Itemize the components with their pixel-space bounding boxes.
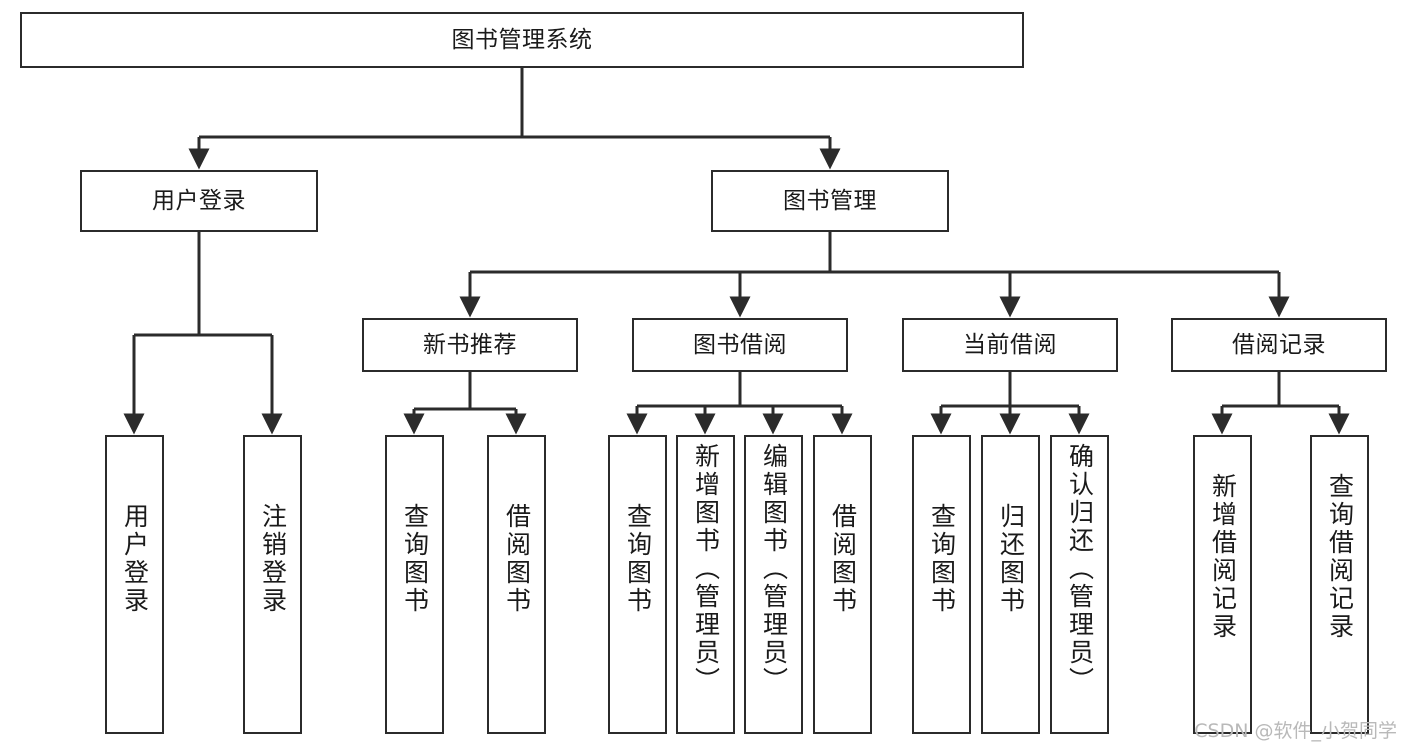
node-label: 借阅记录 bbox=[1232, 331, 1326, 358]
watermark-text: CSDN @软件_小贺同学 bbox=[1194, 720, 1397, 742]
leaf-book-borrow-borrow-book[interactable]: 借阅图书 bbox=[813, 435, 872, 734]
node-label: 当前借阅 bbox=[963, 331, 1057, 358]
leaf-user-login-logout[interactable]: 注销登录 bbox=[243, 435, 302, 734]
node-label: 用户登录 bbox=[120, 503, 150, 615]
node-label: 查询借阅记录 bbox=[1325, 473, 1355, 641]
leaf-current-borrow-return-book[interactable]: 归还图书 bbox=[981, 435, 1040, 734]
leaf-new-book-borrow-book[interactable]: 借阅图书 bbox=[487, 435, 546, 734]
node-label: 用户登录 bbox=[152, 187, 246, 214]
leaf-book-borrow-query-book[interactable]: 查询图书 bbox=[608, 435, 667, 734]
node-label: 确认归还（管理员） bbox=[1065, 443, 1095, 695]
leaf-book-borrow-add-book-admin[interactable]: 新增图书（管理员） bbox=[676, 435, 735, 734]
node-label: 借阅图书 bbox=[828, 503, 858, 615]
node-label: 图书管理 bbox=[783, 187, 877, 214]
node-label: 查询图书 bbox=[927, 503, 957, 615]
leaf-book-borrow-edit-book-admin[interactable]: 编辑图书（管理员） bbox=[744, 435, 803, 734]
leaf-new-book-query-book[interactable]: 查询图书 bbox=[385, 435, 444, 734]
node-label: 归还图书 bbox=[996, 503, 1026, 615]
node-label: 借阅图书 bbox=[502, 503, 532, 615]
node-book-management[interactable]: 图书管理 bbox=[711, 170, 949, 232]
node-root-book-management-system[interactable]: 图书管理系统 bbox=[20, 12, 1024, 68]
leaf-borrow-record-query-record[interactable]: 查询借阅记录 bbox=[1310, 435, 1369, 734]
node-label: 新书推荐 bbox=[423, 331, 517, 358]
node-label: 查询图书 bbox=[400, 503, 430, 615]
node-book-borrow[interactable]: 图书借阅 bbox=[632, 318, 848, 372]
node-current-borrow[interactable]: 当前借阅 bbox=[902, 318, 1118, 372]
node-new-book-recommend[interactable]: 新书推荐 bbox=[362, 318, 578, 372]
node-borrow-record[interactable]: 借阅记录 bbox=[1171, 318, 1387, 372]
node-label: 新增借阅记录 bbox=[1208, 473, 1238, 641]
node-label: 图书管理系统 bbox=[451, 26, 593, 53]
node-label: 编辑图书（管理员） bbox=[759, 443, 789, 695]
node-label: 查询图书 bbox=[623, 503, 653, 615]
node-user-login[interactable]: 用户登录 bbox=[80, 170, 318, 232]
leaf-user-login-login[interactable]: 用户登录 bbox=[105, 435, 164, 734]
leaf-current-borrow-query-book[interactable]: 查询图书 bbox=[912, 435, 971, 734]
leaf-current-borrow-confirm-return-admin[interactable]: 确认归还（管理员） bbox=[1050, 435, 1109, 734]
leaf-borrow-record-add-record[interactable]: 新增借阅记录 bbox=[1193, 435, 1252, 734]
node-label: 注销登录 bbox=[258, 503, 288, 615]
node-label: 新增图书（管理员） bbox=[691, 443, 721, 695]
node-label: 图书借阅 bbox=[693, 331, 787, 358]
